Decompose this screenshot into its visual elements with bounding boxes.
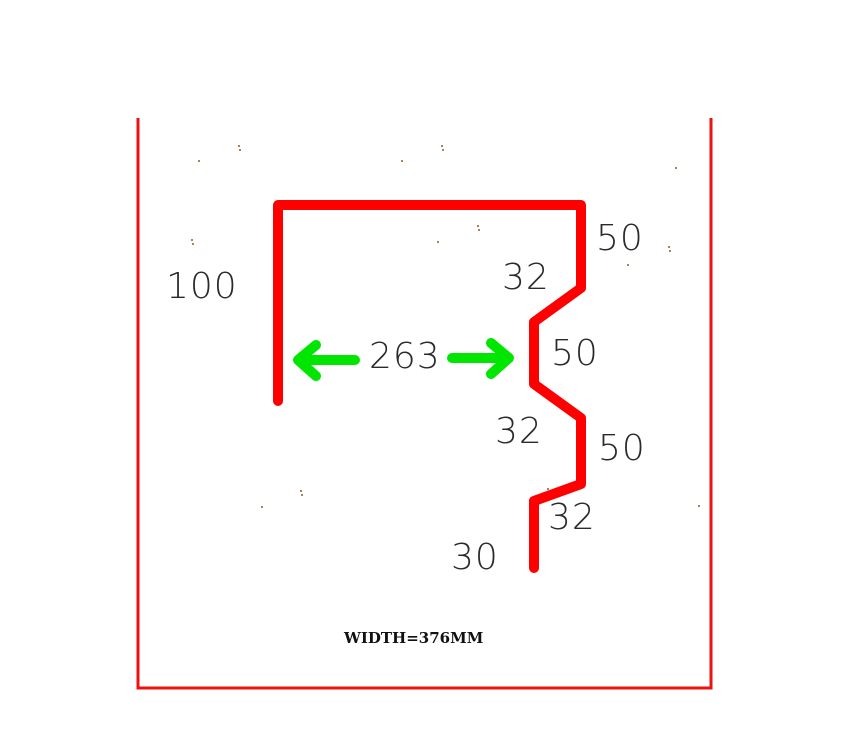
drawing-frame (136, 118, 713, 690)
inner-width-arrows (293, 338, 514, 381)
label-middle-segment: 50 (551, 333, 599, 374)
label-first-slope: 32 (502, 257, 550, 298)
label-right-top-segment: 50 (596, 218, 644, 259)
profile-line (273, 200, 586, 573)
label-third-slope: 32 (548, 497, 596, 538)
width-note: WIDTH=376MM (343, 629, 483, 647)
label-second-slope: 32 (495, 411, 543, 452)
label-inner-width: 263 (369, 336, 441, 377)
label-bottom-tail: 30 (451, 537, 499, 578)
right-arrow (447, 338, 514, 379)
background-specks (191, 145, 700, 508)
left-arrow (293, 340, 360, 381)
label-lower-segment: 50 (598, 428, 646, 469)
label-top-left-height: 100 (166, 266, 238, 307)
